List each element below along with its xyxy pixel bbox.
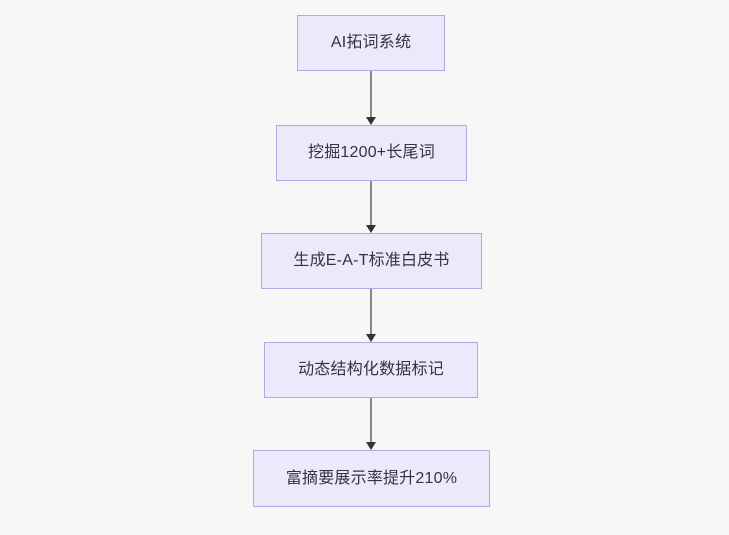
flow-node-n5[interactable]: 富摘要展示率提升210%: [253, 450, 490, 507]
flow-node-label: AI拓词系统: [330, 34, 412, 52]
edge-line: [370, 289, 372, 334]
flow-node-n3[interactable]: 生成E-A-T标准白皮书: [261, 233, 482, 289]
flow-node-label: 富摘要展示率提升210%: [285, 469, 458, 487]
flow-node-label: 挖掘1200+长尾词: [308, 144, 435, 162]
edge-line: [370, 181, 372, 225]
edge-line: [370, 71, 372, 117]
arrowhead-down-icon: [366, 225, 376, 233]
edge-line: [370, 398, 372, 442]
flow-node-n2[interactable]: 挖掘1200+长尾词: [276, 125, 467, 181]
arrowhead-down-icon: [366, 442, 376, 450]
flow-node-label: 生成E-A-T标准白皮书: [293, 252, 450, 270]
arrowhead-down-icon: [366, 334, 376, 342]
flow-node-n4[interactable]: 动态结构化数据标记: [264, 342, 478, 398]
flow-node-n1[interactable]: AI拓词系统: [297, 15, 445, 71]
arrowhead-down-icon: [366, 117, 376, 125]
flow-node-label: 动态结构化数据标记: [298, 361, 444, 379]
